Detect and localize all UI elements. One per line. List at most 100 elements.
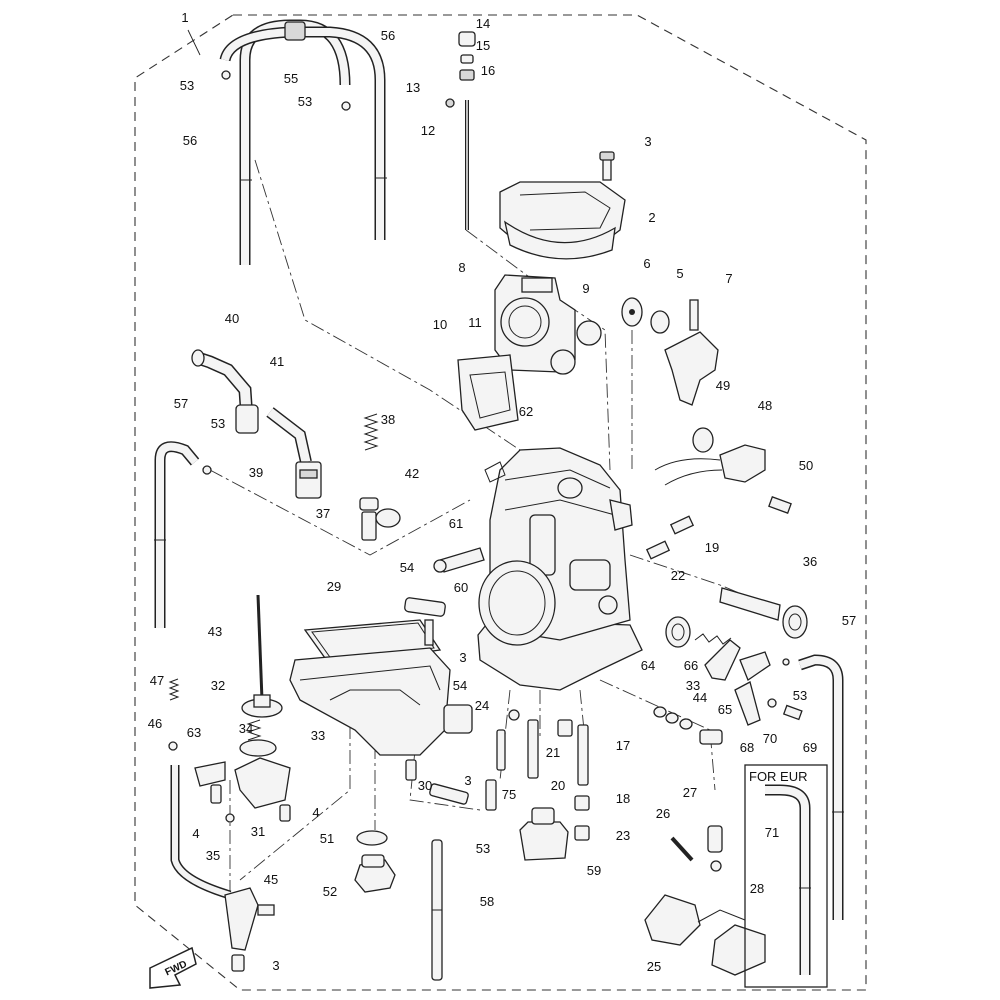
callout-69: 69 (803, 740, 817, 755)
callout-42: 42 (405, 466, 419, 481)
callout-15: 15 (476, 38, 490, 53)
callout-31: 31 (251, 824, 265, 839)
carburetor-body (477, 447, 643, 691)
callout-20: 20 (551, 778, 565, 793)
callout-63: 63 (187, 725, 201, 740)
callout-47: 47 (150, 673, 164, 688)
callout-27: 27 (683, 785, 697, 800)
callout-28: 28 (750, 881, 764, 896)
callout-10: 10 (433, 317, 447, 332)
callout-44: 44 (693, 690, 707, 705)
hot-start-cap (519, 807, 569, 861)
top-cover (499, 151, 626, 260)
callout-7: 7 (725, 271, 732, 286)
callout-51: 51 (320, 831, 334, 846)
callout-53: 53 (298, 94, 312, 109)
callout-4: 4 (312, 805, 319, 820)
throttle-linkage (621, 297, 719, 406)
callout-46: 46 (148, 716, 162, 731)
callout-5: 5 (676, 266, 683, 281)
vent-hose-set (219, 19, 387, 265)
callout-26: 26 (656, 806, 670, 821)
callout-33: 33 (686, 678, 700, 693)
callout-50: 50 (799, 458, 813, 473)
callout-3: 3 (459, 650, 466, 665)
float-rod (241, 594, 283, 718)
callout-33: 33 (311, 728, 325, 743)
callout-53: 53 (211, 416, 225, 431)
callout-2: 2 (648, 210, 655, 225)
needle-parts (445, 31, 476, 230)
callout-65: 65 (718, 702, 732, 717)
jets (405, 709, 590, 841)
callout-59: 59 (587, 863, 601, 878)
callout-12: 12 (421, 123, 435, 138)
callout-3: 3 (644, 134, 651, 149)
callout-54: 54 (453, 678, 467, 693)
callout-56: 56 (183, 133, 197, 148)
callout-35: 35 (206, 848, 220, 863)
callout-52: 52 (323, 884, 337, 899)
eur-inset: FOR EUR (744, 764, 828, 988)
callout-41: 41 (270, 354, 284, 369)
callout-1: 1 (181, 10, 188, 25)
callout-66: 66 (684, 658, 698, 673)
overflow-hose-left (154, 441, 212, 628)
drain-hose (168, 678, 275, 972)
throttle-position-sensor (654, 427, 792, 514)
eur-inset-frame (744, 764, 828, 988)
callout-22: 22 (671, 568, 685, 583)
callout-25: 25 (647, 959, 661, 974)
pilot-screw (433, 547, 485, 573)
callout-57: 57 (174, 396, 188, 411)
callout-53: 53 (180, 78, 194, 93)
callout-23: 23 (616, 828, 630, 843)
drain-plug (354, 830, 396, 893)
leader-c1 (187, 29, 201, 56)
forward-direction-badge: FWD (149, 946, 197, 989)
callout-14: 14 (476, 16, 490, 31)
callout-70: 70 (763, 731, 777, 746)
callout-36: 36 (803, 554, 817, 569)
pump-diaphragm-parts (194, 719, 291, 823)
pump-rod (670, 825, 723, 872)
air-fittings (191, 349, 322, 499)
throttle-valve (457, 274, 602, 431)
callout-39: 39 (249, 465, 263, 480)
callout-3: 3 (272, 958, 279, 973)
callout-75: 75 (502, 787, 516, 802)
callout-21: 21 (546, 745, 560, 760)
callout-38: 38 (381, 412, 395, 427)
callout-53: 53 (793, 688, 807, 703)
callout-24: 24 (475, 698, 489, 713)
callout-71: 71 (765, 825, 779, 840)
callout-43: 43 (208, 624, 222, 639)
right-side-fittings (645, 515, 808, 639)
callout-13: 13 (406, 80, 420, 95)
callout-60: 60 (454, 580, 468, 595)
inset-title: FOR EUR (749, 769, 808, 784)
callout-61: 61 (449, 516, 463, 531)
callout-29: 29 (327, 579, 341, 594)
callout-9: 9 (582, 281, 589, 296)
callout-64: 64 (641, 658, 655, 673)
callout-62: 62 (519, 404, 533, 419)
callout-49: 49 (716, 378, 730, 393)
callout-18: 18 (616, 791, 630, 806)
callout-58: 58 (480, 894, 494, 909)
callout-4: 4 (192, 826, 199, 841)
callout-48: 48 (758, 398, 772, 413)
callout-16: 16 (481, 63, 495, 78)
callout-30: 30 (418, 778, 432, 793)
callout-45: 45 (264, 872, 278, 887)
callout-37: 37 (316, 506, 330, 521)
callout-17: 17 (616, 738, 630, 753)
overflow-hose-right (798, 654, 844, 920)
callout-40: 40 (225, 311, 239, 326)
callout-11: 11 (468, 315, 482, 330)
center-hose (431, 839, 443, 981)
accelerator-pump-parts (359, 413, 401, 541)
callout-32: 32 (211, 678, 225, 693)
